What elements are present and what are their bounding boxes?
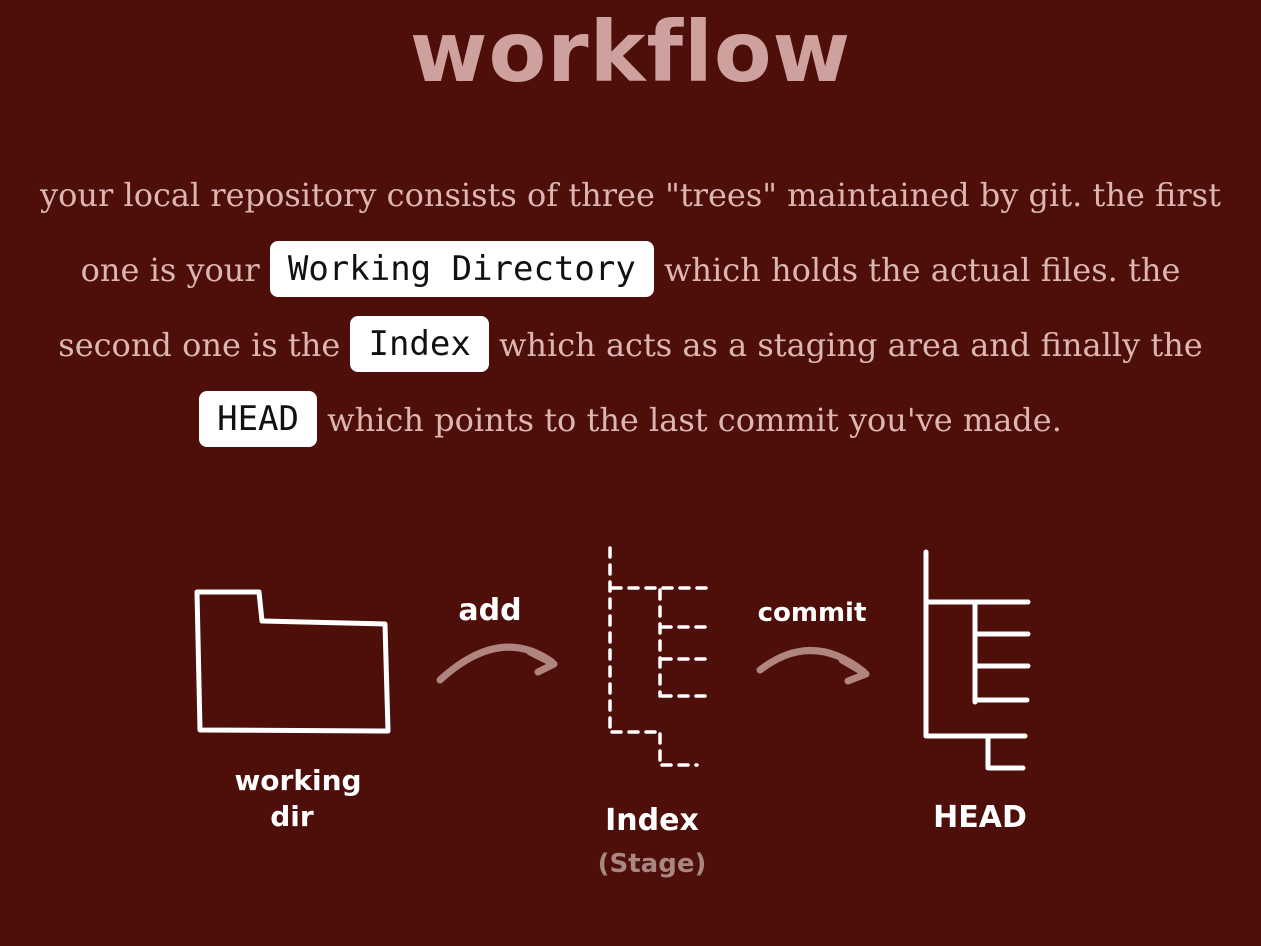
commit-label: commit xyxy=(758,598,867,628)
intro-text: which points to the last commit you've m… xyxy=(327,401,1062,439)
intro-paragraph: your local repository consists of three … xyxy=(20,158,1241,458)
head-tree-icon xyxy=(923,549,1031,771)
head-code: HEAD xyxy=(199,390,317,447)
commit-arrow xyxy=(756,647,870,685)
add-arrow xyxy=(436,643,558,684)
folder-icon xyxy=(194,589,391,734)
intro-line-4: HEAD which points to the last commit you… xyxy=(20,383,1241,458)
intro-line-2: one is your Working Directory which hold… xyxy=(20,233,1241,308)
index-tree-icon xyxy=(608,546,715,767)
working-dir-label-line1: working xyxy=(234,764,361,797)
intro-line-1: your local repository consists of three … xyxy=(40,176,1221,214)
index-label: Index xyxy=(605,803,699,838)
index-code: Index xyxy=(350,315,489,372)
intro-line-3: second one is the Index which acts as a … xyxy=(20,308,1241,383)
head-label: HEAD xyxy=(933,800,1027,835)
intro-text: which acts as a staging area and finally… xyxy=(499,326,1203,364)
workflow-diagram: add commit working dir Index (Stage) HEA… xyxy=(194,546,1031,879)
intro-text: second one is the xyxy=(58,326,341,364)
add-label: add xyxy=(458,593,521,628)
working-directory-code: Working Directory xyxy=(269,240,654,297)
working-dir-label-line2: dir xyxy=(270,800,314,833)
intro-text: one is your xyxy=(80,251,260,289)
page-title: workflow xyxy=(409,3,852,101)
intro-text: which holds the actual files. the xyxy=(664,251,1181,289)
stage-label: (Stage) xyxy=(598,849,707,879)
